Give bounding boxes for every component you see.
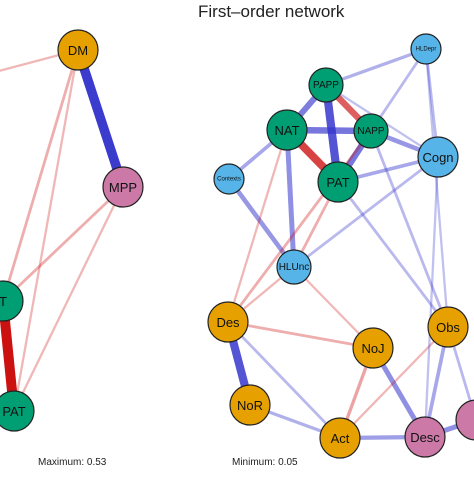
edge-NAPP-Obs (369, 129, 450, 329)
node-MPP: MPP (102, 166, 144, 208)
node-circle-NoJ (352, 327, 394, 369)
nodes-layer: DM MPP T PAT PAPP NAT NAPP PAT HLDeprCognContext… (0, 29, 474, 459)
node-circle-Contexts (213, 163, 245, 195)
node-Desc: Desc (404, 416, 446, 458)
node-circle-HLUnc (276, 249, 312, 285)
edge-Contexts-HLUnc (226, 176, 297, 270)
node-circle-PAPP (308, 67, 344, 103)
edge-PAT_L-MPP (12, 185, 125, 413)
node-circle-Desc (404, 416, 446, 458)
node-label-HLUnc: HLUnc (279, 262, 310, 273)
edge-PAT-Obs (336, 180, 450, 329)
right-minimum-caption: Minimum: 0.05 (232, 457, 298, 468)
edge-HLDepr-Obs (424, 47, 450, 329)
node-label-NAT: NAT (274, 123, 299, 138)
edge-NAT-Des (226, 128, 289, 324)
node-circle-NoR (229, 384, 271, 426)
node-label-PAT_L_top: T (0, 294, 7, 309)
figure-title: First–order network (198, 2, 345, 21)
node-PinkEdge (455, 399, 474, 441)
node-NoJ: NoJ (352, 327, 394, 369)
node-label-NoR: NoR (237, 398, 263, 413)
node-HLDepr: HLDepr (410, 33, 442, 65)
edge-NAPP-Des (226, 129, 373, 324)
node-circle-PAT_L_top (0, 280, 24, 322)
edge-DM-PAT_L_top (1, 48, 80, 303)
edge-Des-NoJ (226, 320, 375, 350)
node-label-NAPP: NAPP (357, 126, 385, 137)
node-DM: DM (57, 29, 99, 71)
edge-PAPP-HLDepr (324, 47, 428, 87)
node-NoR: NoR (229, 384, 271, 426)
node-label-NoJ: NoJ (361, 341, 384, 356)
node-circle-Obs (427, 306, 469, 348)
node-circle-PAT_L (0, 390, 35, 432)
edge-MPP-PAT_L_top (1, 185, 125, 303)
edge-Obs-Act (338, 325, 450, 440)
node-circle-Des (207, 301, 249, 343)
node-circle-HLDepr (410, 33, 442, 65)
node-NAT: NAT (266, 109, 308, 151)
node-PAT_L: PAT (0, 390, 35, 432)
node-label-Act: Act (331, 431, 350, 446)
node-PAT_L_top: T (0, 280, 24, 322)
node-label-Cogn: Cogn (422, 150, 453, 165)
node-label-DM: DM (68, 43, 88, 58)
edge-DM-MPP (73, 45, 128, 192)
node-PAPP: PAPP (308, 67, 344, 103)
left-maximum-caption: Maximum: 0.53 (38, 457, 107, 468)
node-circle-NAT (266, 109, 308, 151)
node-circle-MPP (102, 166, 144, 208)
edge-DM-PAT_L (12, 48, 80, 413)
node-circle-PAT (317, 161, 359, 203)
node-label-PAT_L: PAT (2, 404, 25, 419)
node-label-PAT: PAT (326, 175, 349, 190)
node-circle-DM (57, 29, 99, 71)
node-NAPP: NAPP (353, 113, 389, 149)
node-Act: Act (319, 417, 361, 459)
node-circle-PinkEdge (455, 399, 474, 441)
node-HLUnc: HLUnc (276, 249, 312, 285)
edge-Des-Act (226, 320, 342, 440)
edge-Cogn-Desc (423, 155, 440, 439)
node-circle-Cogn (417, 136, 459, 178)
edge-Cogn-HLUnc (292, 155, 440, 269)
node-label-HLDepr: HLDepr (416, 47, 437, 53)
node-circle-NAPP (353, 113, 389, 149)
node-circle-Act (319, 417, 361, 459)
node-Des: Des (207, 301, 249, 343)
node-label-Contexts: Contexts (217, 177, 241, 183)
node-label-Desc: Desc (410, 430, 440, 445)
node-Contexts: Contexts (213, 163, 245, 195)
node-PAT: PAT (317, 161, 359, 203)
node-label-MPP: MPP (109, 180, 137, 195)
node-Cogn: Cogn (417, 136, 459, 178)
node-label-Obs: Obs (436, 320, 460, 335)
node-label-PAPP: PAPP (313, 80, 339, 91)
node-Obs: Obs (427, 306, 469, 348)
node-label-Des: Des (216, 315, 240, 330)
edge-NAT-HLUnc (284, 127, 297, 270)
